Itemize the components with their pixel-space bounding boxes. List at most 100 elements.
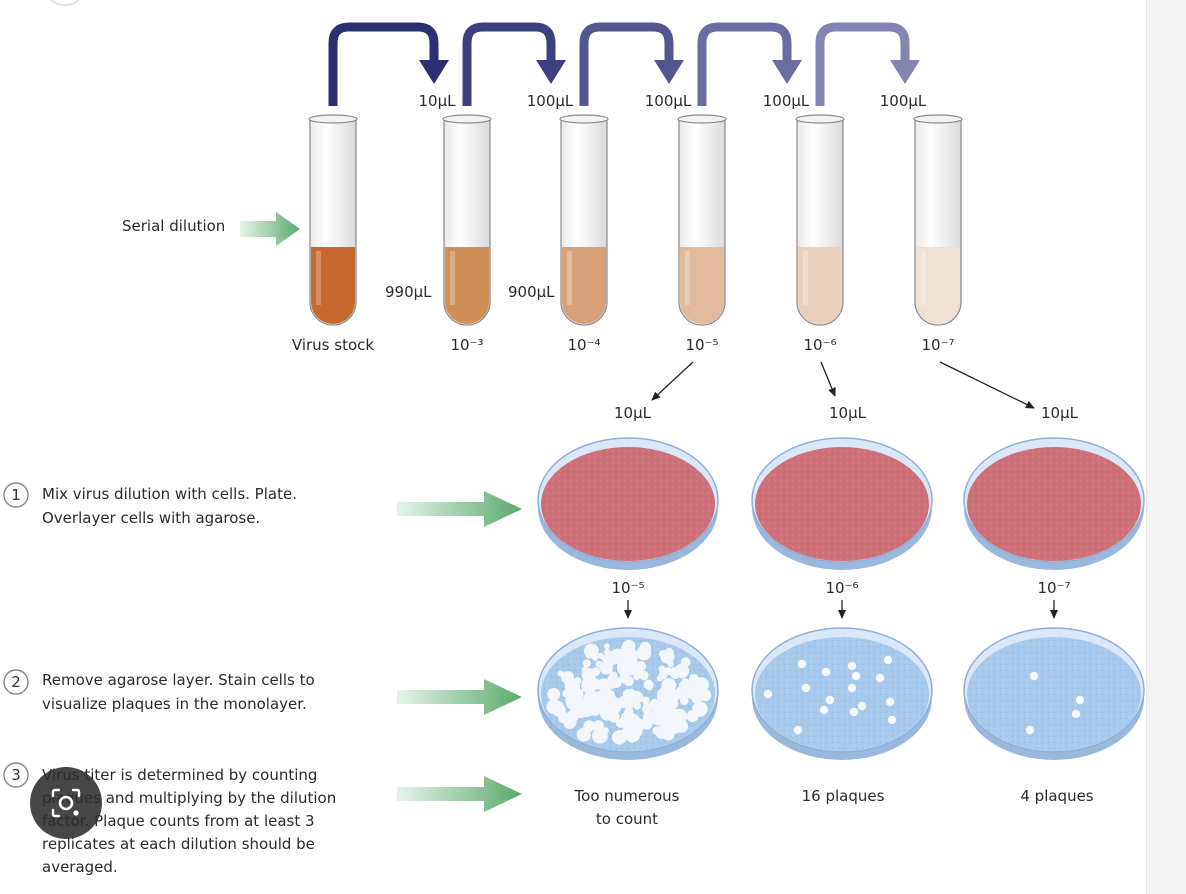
tube-liquid bbox=[680, 247, 724, 324]
lens-search-button[interactable] bbox=[30, 767, 102, 839]
plaque bbox=[883, 655, 893, 665]
tube-3-label: 10⁻⁴ bbox=[567, 336, 600, 354]
transfer-volume-5: 100µL bbox=[880, 92, 927, 110]
result-plate-3: 4 plaques bbox=[1020, 787, 1093, 805]
plate-dilution-labels: 10⁻⁵ 10⁻⁶ 10⁻⁷ bbox=[611, 579, 1071, 619]
step-1: 1 Mix virus dilution with cells. Plate. … bbox=[3, 482, 297, 527]
plaque bbox=[627, 660, 637, 669]
plaque bbox=[657, 686, 673, 703]
tube-5: 10⁻⁶ bbox=[795, 114, 845, 354]
transfer-volume-1: 10µL bbox=[419, 92, 457, 110]
plaque bbox=[608, 711, 620, 723]
plaque bbox=[821, 667, 831, 677]
tube-liquid bbox=[562, 247, 606, 324]
plaque bbox=[581, 676, 596, 691]
plaque bbox=[654, 707, 665, 719]
plaque bbox=[584, 643, 599, 659]
plaque bbox=[642, 711, 654, 723]
plaque bbox=[639, 670, 649, 681]
plaque bbox=[847, 683, 857, 693]
plaque bbox=[618, 698, 625, 705]
plaque bbox=[583, 720, 596, 732]
step-1-line-2: Overlayer cells with agarose. bbox=[42, 509, 260, 527]
plaque bbox=[1025, 725, 1035, 735]
plaque bbox=[561, 671, 575, 685]
plaque bbox=[630, 725, 643, 738]
plaque bbox=[1029, 671, 1039, 681]
plaque bbox=[885, 697, 895, 707]
plaque bbox=[634, 690, 641, 698]
step-1-line-1: Mix virus dilution with cells. Plate. bbox=[42, 485, 297, 503]
plaque bbox=[604, 691, 612, 700]
plaque bbox=[622, 639, 636, 654]
serial-dilution-arrow-icon bbox=[240, 212, 300, 246]
transfer-arrow-1: 10µL bbox=[328, 22, 457, 110]
plaque bbox=[699, 689, 712, 702]
agarose-plate-1 bbox=[537, 437, 719, 570]
step-3: 3 Virus titer is determined by counting … bbox=[3, 762, 336, 876]
plaque bbox=[563, 715, 577, 729]
tube-5-label: 10⁻⁶ bbox=[803, 336, 836, 354]
plaque bbox=[667, 698, 679, 709]
petri-dishes bbox=[537, 437, 1145, 760]
plaque bbox=[589, 703, 602, 716]
step-2: 2 Remove agarose layer. Stain cells to v… bbox=[3, 669, 315, 713]
page-edge bbox=[1146, 0, 1186, 894]
result-plate-2: 16 plaques bbox=[802, 787, 885, 805]
step-3-line-3: factor. Plaque counts from at least 3 bbox=[42, 812, 315, 830]
plaque bbox=[857, 701, 867, 711]
plaque bbox=[609, 671, 618, 680]
tube-6: 10⁻⁷ bbox=[913, 114, 963, 354]
plaque bbox=[658, 670, 668, 680]
step-3-line-1: Virus titer is determined by counting bbox=[42, 766, 317, 784]
plaque bbox=[1075, 695, 1085, 705]
plaque bbox=[692, 701, 708, 717]
plaque bbox=[604, 651, 619, 666]
step-2-line-2: visualize plaques in the monolayer. bbox=[42, 695, 307, 713]
step-3-line-4: replicates at each dilution should be bbox=[42, 835, 315, 853]
tube-4-label: 10⁻⁵ bbox=[685, 336, 718, 354]
transfer-volume-3: 100µL bbox=[645, 92, 692, 110]
step-2-number: 2 bbox=[11, 673, 21, 691]
to-plate-arrow-1 bbox=[651, 361, 694, 401]
tube-4: 10⁻⁵ bbox=[677, 114, 727, 354]
plaque bbox=[636, 645, 652, 661]
stained-plate-2 bbox=[751, 627, 933, 760]
plate-dilution-3: 10⁻⁷ bbox=[1037, 579, 1070, 597]
plaque bbox=[652, 726, 662, 736]
plaque bbox=[591, 654, 599, 661]
transfer-arrow-4: 100µL bbox=[697, 22, 810, 110]
plaque bbox=[819, 705, 829, 715]
plaque bbox=[565, 694, 579, 707]
plaque bbox=[849, 707, 859, 717]
plaque bbox=[763, 689, 773, 699]
agarose-plate-2 bbox=[751, 437, 933, 570]
diluent-volume-2: 900µL bbox=[508, 283, 555, 301]
plate-dilution-1: 10⁻⁵ bbox=[611, 579, 644, 597]
camera-lens-icon bbox=[51, 788, 81, 818]
plaque bbox=[623, 676, 634, 687]
plaque bbox=[847, 661, 857, 671]
plaque bbox=[669, 666, 681, 679]
step-1-number: 1 bbox=[11, 486, 21, 504]
plate-volume-1: 10µL bbox=[614, 404, 652, 422]
plaque bbox=[825, 695, 835, 705]
tube-liquid bbox=[798, 247, 842, 324]
plaque bbox=[689, 712, 699, 722]
plaque bbox=[554, 701, 562, 709]
plaque bbox=[618, 663, 625, 670]
diluent-volume-1: 990µL bbox=[385, 283, 432, 301]
plaque bbox=[1071, 709, 1081, 719]
plaque bbox=[658, 665, 666, 673]
plaque bbox=[626, 688, 636, 698]
plaque bbox=[797, 659, 807, 669]
step-3-line-5: averaged. bbox=[42, 858, 118, 876]
tube-6-label: 10⁻⁷ bbox=[921, 336, 954, 354]
tube-1: Virus stock bbox=[292, 114, 374, 354]
transfer-volume-4: 100µL bbox=[763, 92, 810, 110]
plaque bbox=[696, 680, 705, 689]
plaque bbox=[608, 701, 621, 715]
plaque bbox=[643, 702, 651, 710]
